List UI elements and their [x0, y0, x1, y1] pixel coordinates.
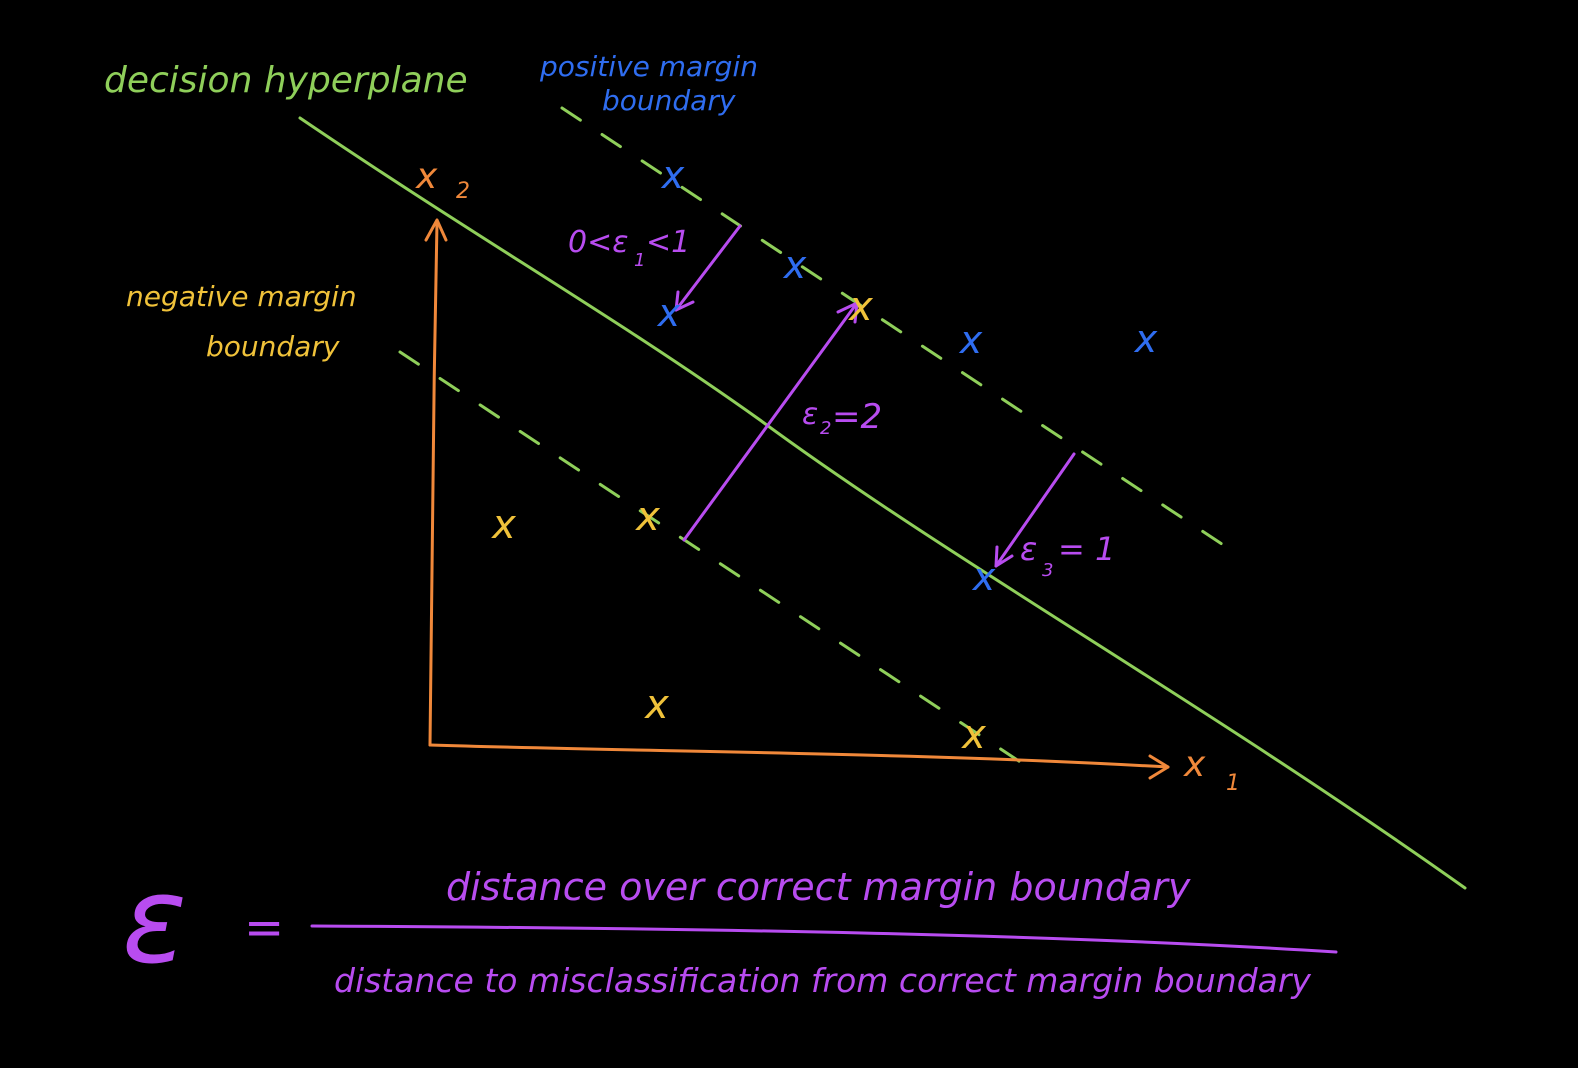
negative-margin-label-line2: boundary	[206, 330, 340, 363]
point-positive: x	[959, 318, 983, 362]
eps3-label: ε	[1020, 530, 1037, 568]
formula-numerator: distance over correct margin boundary	[446, 865, 1191, 909]
eps1-label: 0<ε	[568, 225, 628, 260]
slack-arrow-eps3-head	[994, 545, 1014, 568]
point-negative: x	[847, 284, 873, 330]
slack-arrow-eps2	[682, 301, 859, 542]
axis-x1-label: x	[1183, 744, 1206, 785]
point-positive: x	[783, 243, 807, 287]
point-positive: x	[972, 555, 996, 599]
slack-arrow-eps1	[674, 224, 742, 312]
point-positive: x	[1134, 317, 1158, 361]
point-positive: x	[657, 291, 681, 335]
x2-axis-line	[428, 220, 439, 747]
eps3-subscript: 3	[1042, 560, 1053, 581]
formula-equals: =	[244, 900, 284, 956]
point-negative: x	[960, 712, 986, 758]
point-negative: x	[490, 502, 516, 548]
point-positive: x	[661, 153, 685, 197]
eps2-label: ε	[802, 397, 818, 432]
point-negative: x	[643, 682, 669, 728]
decision-hyperplane-label: decision hyperplane	[104, 60, 468, 101]
decision-hyperplane-line	[298, 116, 1467, 890]
slack-arrow-eps3	[994, 452, 1076, 568]
axis-x2-subscript: 2	[456, 179, 470, 204]
eps2-tail: =2	[832, 397, 882, 437]
point-negative: x	[634, 494, 660, 540]
axis-x1-subscript: 1	[1226, 771, 1240, 796]
formula-denominator: distance to misclassification from corre…	[334, 961, 1311, 1000]
axis-x2-label: x	[415, 156, 438, 197]
formula-epsilon-symbol: ε	[122, 852, 187, 991]
negative-margin-label-line1: negative margin	[126, 280, 357, 313]
positive-margin-boundary-line	[560, 106, 1242, 558]
negative-margin-boundary-line	[398, 350, 1042, 777]
axes	[424, 218, 1170, 780]
eps2-subscript: 2	[820, 418, 831, 439]
positive-margin-label-line1: positive margin	[539, 50, 758, 83]
formula-fraction-bar	[310, 924, 1338, 954]
slack-arrow-eps2-head	[836, 301, 859, 324]
eps1-subscript: 1	[634, 250, 645, 271]
eps1-tail: <1	[646, 225, 690, 260]
slack-arrow-eps1-head	[674, 290, 695, 312]
positive-margin-label-line2: boundary	[602, 84, 736, 117]
eps3-tail: = 1	[1058, 530, 1115, 568]
x1-axis-arrowhead	[1148, 754, 1170, 780]
x2-axis-arrowhead	[424, 218, 448, 242]
x1-axis-line	[428, 743, 1170, 769]
